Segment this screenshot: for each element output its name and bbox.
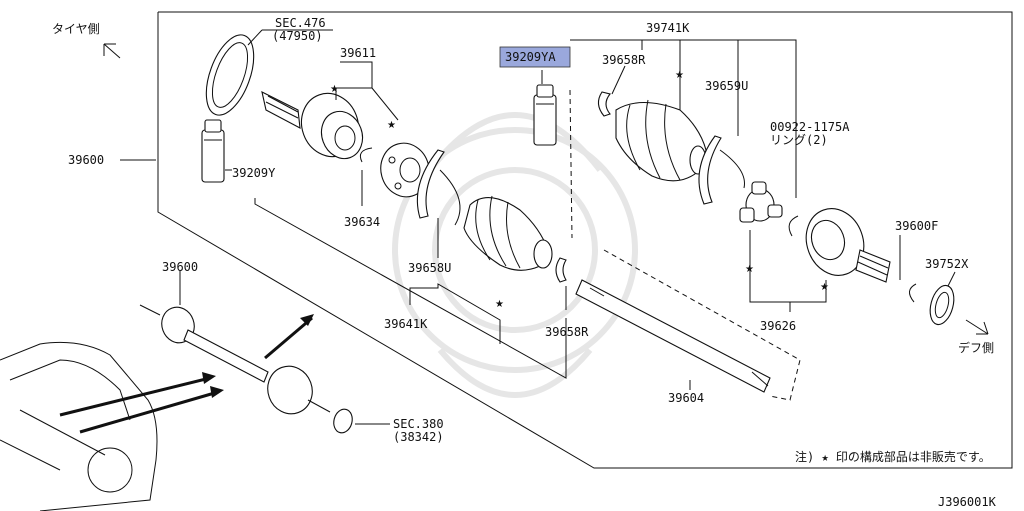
grease-tube-39209YA [533, 84, 557, 146]
label-00922[interactable]: 00922-1175A [770, 120, 850, 134]
watermark [392, 112, 638, 398]
label-39600F[interactable]: 39600F [895, 219, 938, 233]
circlip-39600F [909, 283, 917, 303]
label-sec476[interactable]: SEC.476 [275, 16, 326, 30]
vehicle-outline [0, 341, 158, 511]
star-mark: ★ [675, 70, 684, 81]
label-sec380-ref: (38342) [393, 430, 444, 444]
label-39658R-a[interactable]: 39658R [545, 325, 589, 339]
leader-lines [120, 29, 956, 390]
snap-ring-00922 [788, 215, 799, 237]
oil-seal-39752X [929, 284, 955, 326]
label-39634[interactable]: 39634 [344, 215, 380, 229]
label-39741K[interactable]: 39741K [646, 21, 690, 35]
label-ring-count: リング(2) [770, 133, 828, 147]
outer-joint-housing [261, 90, 364, 160]
label-39604[interactable]: 39604 [668, 391, 704, 405]
boot-band-39658R-a [555, 257, 567, 283]
label-39626[interactable]: 39626 [760, 319, 796, 333]
label-39641K[interactable]: 39641K [384, 317, 428, 331]
label-tire-side: タイヤ側 [52, 22, 100, 36]
label-sec380[interactable]: SEC.380 [393, 417, 444, 431]
tire-side-arrow-icon [103, 43, 121, 59]
tripod-39626 [739, 181, 783, 223]
star-mark: ★ [495, 299, 504, 310]
label-39611[interactable]: 39611 [340, 46, 376, 60]
label-sec476-ref: (47950) [272, 29, 323, 43]
star-mark: ★ [820, 282, 829, 293]
label-39209YA[interactable]: 39209YA [505, 50, 556, 64]
ball-cage-39611 [380, 142, 430, 198]
label-39659U[interactable]: 39659U [705, 79, 748, 93]
label-39658U[interactable]: 39658U [408, 261, 451, 275]
axle-assembly-overview [139, 270, 390, 434]
frame [157, 11, 1013, 469]
inner-boot [597, 91, 745, 205]
star-mark: ★ [330, 84, 339, 95]
inner-housing [805, 208, 891, 283]
outer-boot [463, 195, 553, 271]
grease-tube-39209Y [201, 119, 225, 183]
label-diff-side: デフ側 [958, 340, 994, 355]
boot-band-39658U [416, 149, 461, 226]
star-mark: ★ [745, 264, 754, 275]
label-39600[interactable]: 39600 [68, 153, 104, 167]
sec476-tone-ring [205, 29, 263, 116]
label-39209Y[interactable]: 39209Y [232, 166, 276, 180]
pointer-arrows [59, 314, 314, 434]
label-39658R-b[interactable]: 39658R [602, 53, 646, 67]
label-39752X[interactable]: 39752X [925, 257, 969, 271]
label-39600-lower[interactable]: 39600 [162, 260, 198, 274]
note-text: 注) ★ 印の構成部品は非販売です。 [795, 449, 991, 464]
snap-ring-39634 [359, 147, 373, 163]
star-mark: ★ [387, 120, 396, 131]
shaft-39604 [569, 89, 801, 401]
highlight-box-39209YA [499, 46, 571, 68]
diff-side-arrow-icon [965, 319, 989, 335]
non-sale-star-markers: ★ ★ ★ ★ ★ ★ [330, 70, 829, 310]
diagram-id: J396001K [938, 495, 997, 509]
